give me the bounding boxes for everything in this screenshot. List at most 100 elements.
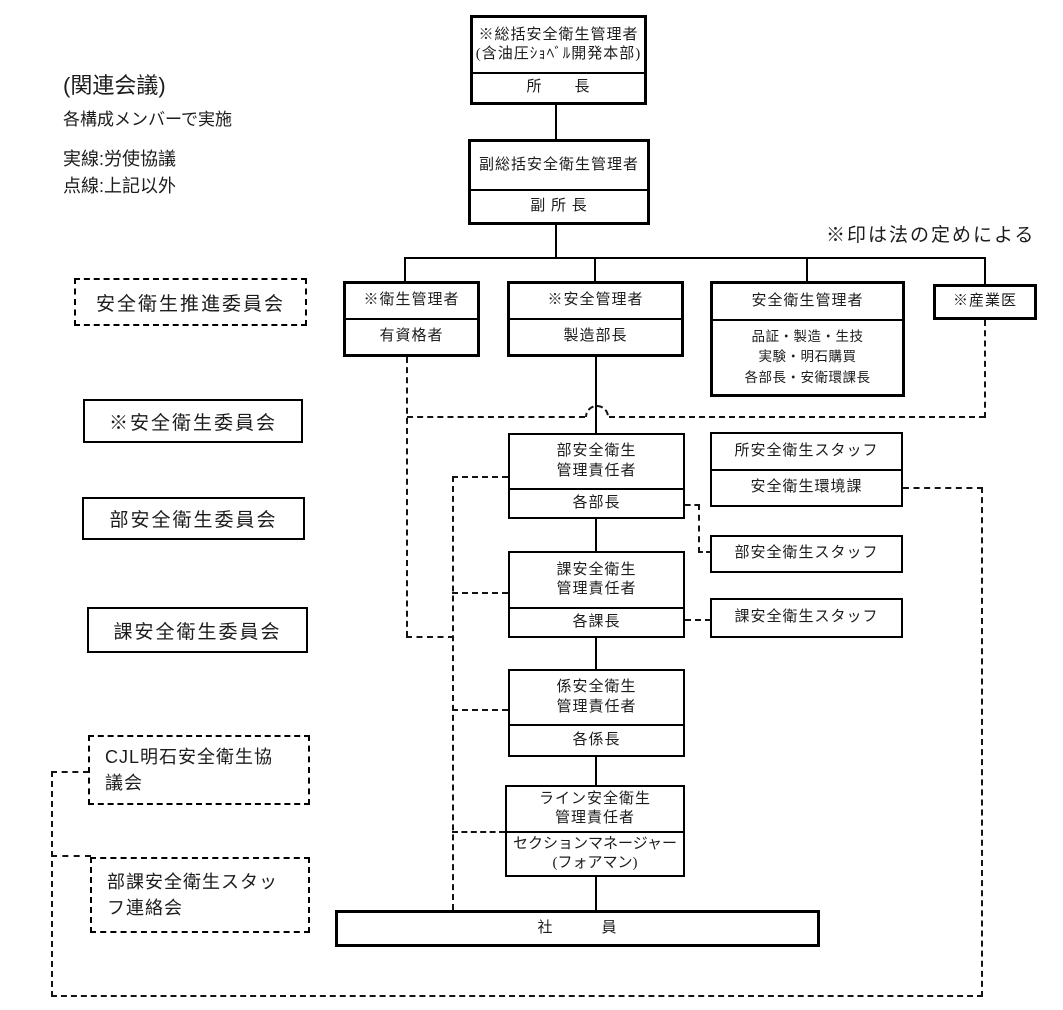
committee-cjl-label: CJL明石安全衛生協 議会 bbox=[105, 744, 273, 796]
node-office-staff-sub-label: 安全衛生環境課 bbox=[750, 479, 863, 496]
connector-branch-bar bbox=[404, 257, 986, 259]
connector-dept-to-section bbox=[595, 518, 597, 552]
node-line-manager-title1: ライン安全衛生 bbox=[538, 790, 651, 807]
dashed-physician-down bbox=[984, 320, 986, 418]
dashed-cross-right bbox=[609, 416, 985, 418]
committee-staff-liaison-label: 部課安全衛生スタッ フ連絡会 bbox=[107, 869, 278, 921]
dashed-cross-left bbox=[407, 416, 585, 418]
committee-promotion-label: 安全衛生推進委員会 bbox=[95, 293, 285, 315]
connector-drop-safety-hygiene bbox=[806, 258, 808, 282]
committee-section-box: 課安全衛生委員会 bbox=[87, 607, 308, 653]
node-line-manager-title2: 管理責任者 bbox=[554, 810, 635, 826]
committee-cjl-line2: 議会 bbox=[105, 773, 143, 793]
dashed-left-loop-up bbox=[51, 771, 53, 997]
node-subsection-manager-title2: 管理責任者 bbox=[556, 698, 637, 715]
dashed-stub-section bbox=[452, 592, 508, 594]
connector-top-to-deputy bbox=[555, 105, 557, 141]
node-safety-hygiene-manager-title: 安全衛生管理者 bbox=[713, 284, 902, 319]
node-dept-manager-title2: 管理責任者 bbox=[556, 462, 637, 479]
node-general-manager-title1: ※総括安全衛生管理者 bbox=[478, 26, 639, 43]
node-office-staff-title-label: 所安全衛生スタッフ bbox=[734, 442, 879, 459]
node-line-manager-title: ライン安全衛生 管理責任者 bbox=[507, 787, 683, 831]
dashed-hygiene-join bbox=[406, 636, 454, 638]
node-section-manager-title2: 管理責任者 bbox=[556, 581, 637, 597]
node-office-staff-sub: 安全衛生環境課 bbox=[712, 469, 901, 505]
dashed-spine bbox=[452, 476, 454, 910]
node-section-staff: 課安全衛生スタッフ bbox=[710, 598, 903, 638]
legend-subtitle: 各構成メンバーで実施 bbox=[63, 109, 232, 129]
node-employees: 社 員 bbox=[335, 910, 820, 947]
node-deputy-manager-title: 副総括安全衛生管理者 bbox=[471, 142, 647, 189]
dashed-hygiene-down bbox=[406, 357, 408, 637]
node-hygiene-manager-role: 有資格者 bbox=[346, 318, 477, 354]
node-general-manager-title2: (含油圧ｼｮﾍﾞﾙ開発本部) bbox=[475, 46, 642, 62]
node-industrial-physician-title-label: ※産業医 bbox=[952, 293, 1017, 310]
node-general-manager-role-label: 所 長 bbox=[526, 79, 591, 96]
node-subsection-manager-title1: 係安全衛生 bbox=[556, 679, 637, 695]
node-general-manager-role: 所 長 bbox=[473, 72, 644, 102]
node-dept-manager-title: 部安全衛生 管理責任者 bbox=[510, 435, 683, 488]
legend-title: (関連会議) bbox=[63, 73, 166, 98]
node-safety-hygiene-manager: 安全衛生管理者 品証・製造・生技 実験・明石購買 各部長・安衛環課長 bbox=[710, 281, 905, 397]
node-safety-manager-title-label: ※安全管理者 bbox=[547, 292, 644, 309]
node-dept-manager-title1: 部安全衛生 bbox=[556, 443, 637, 459]
legend: (関連会議) 各構成メンバーで実施 実線:労使協議 点線:上記以外 bbox=[63, 72, 232, 201]
node-dept-staff-title-label: 部安全衛生スタッフ bbox=[734, 545, 879, 562]
connector-line-to-employees bbox=[595, 876, 597, 911]
node-subsection-manager-role: 各係長 bbox=[510, 724, 683, 755]
node-hygiene-manager-role-label: 有資格者 bbox=[379, 328, 444, 345]
dashed-stub-dept bbox=[452, 476, 508, 478]
node-dept-staff: 部安全衛生スタッフ bbox=[710, 535, 903, 573]
legend-solid-line: 実線:労使協議 bbox=[63, 148, 177, 169]
dashed-stub-line bbox=[452, 831, 505, 833]
connector-drop-physician bbox=[984, 258, 986, 285]
node-subsection-manager-title: 係安全衛生 管理責任者 bbox=[510, 671, 683, 724]
connector-drop-safety bbox=[594, 258, 596, 282]
dashed-deptstaff-down bbox=[698, 504, 700, 553]
node-deputy-manager: 副総括安全衛生管理者 副 所 長 bbox=[468, 139, 650, 225]
node-hygiene-manager-title: ※衛生管理者 bbox=[346, 284, 477, 318]
dashed-envsection-out bbox=[903, 487, 983, 489]
committee-staff-liaison-line2: フ連絡会 bbox=[107, 898, 183, 918]
dashed-deptstaff-in bbox=[698, 551, 711, 553]
committee-central-box: ※安全衛生委員会 bbox=[83, 399, 303, 443]
node-industrial-physician: ※産業医 bbox=[933, 284, 1037, 320]
node-general-manager-title: ※総括安全衛生管理者 (含油圧ｼｮﾍﾞﾙ開発本部) bbox=[473, 18, 644, 72]
node-deputy-manager-role: 副 所 長 bbox=[471, 189, 647, 222]
node-deputy-manager-role-label: 副 所 長 bbox=[530, 197, 588, 214]
node-line-manager-role2: (フォアマン) bbox=[552, 855, 638, 871]
committee-central-label: ※安全衛生委員会 bbox=[108, 412, 277, 434]
committee-department-box: 部安全衛生委員会 bbox=[82, 497, 305, 540]
law-note: ※印は法の定めによる bbox=[826, 225, 1036, 246]
committee-cjl-box: CJL明石安全衛生協 議会 bbox=[88, 735, 310, 805]
node-hygiene-manager: ※衛生管理者 有資格者 bbox=[343, 281, 480, 357]
connector-drop-hygiene bbox=[404, 258, 406, 282]
dashed-deptstaff-out bbox=[685, 504, 700, 506]
node-general-manager: ※総括安全衛生管理者 (含油圧ｼｮﾍﾞﾙ開発本部) 所 長 bbox=[470, 15, 647, 105]
node-safety-hygiene-line1: 品証・製造・生技 bbox=[751, 329, 864, 345]
node-deputy-manager-title-label: 副総括安全衛生管理者 bbox=[478, 156, 639, 173]
node-safety-manager-title: ※安全管理者 bbox=[510, 284, 681, 318]
legend-dotted-line: 点線:上記以外 bbox=[63, 176, 177, 197]
node-safety-hygiene-line2: 実験・明石購買 bbox=[758, 349, 857, 365]
committee-staff-liaison-line1: 部課安全衛生スタッ bbox=[107, 871, 278, 892]
node-subsection-manager: 係安全衛生 管理責任者 各係長 bbox=[508, 669, 685, 757]
connector-subsection-to-line bbox=[595, 756, 597, 786]
node-line-manager-role1: セクションマネージャー bbox=[513, 835, 677, 852]
node-safety-hygiene-manager-title-label: 安全衛生管理者 bbox=[751, 292, 864, 309]
node-section-manager-role-label: 各課長 bbox=[572, 613, 621, 630]
committee-staff-liaison-box: 部課安全衛生スタッ フ連絡会 bbox=[90, 857, 310, 933]
node-dept-staff-title: 部安全衛生スタッフ bbox=[712, 537, 901, 571]
node-safety-manager-role: 製造部長 bbox=[510, 318, 681, 354]
node-employees-title-label: 社 員 bbox=[537, 919, 618, 936]
node-dept-manager-role-label: 各部長 bbox=[572, 494, 621, 511]
dashed-bottom-loop bbox=[51, 995, 983, 997]
connector-deputy-stem bbox=[555, 225, 557, 259]
node-safety-hygiene-manager-members: 品証・製造・生技 実験・明石購買 各部長・安衛環課長 bbox=[713, 319, 902, 394]
node-section-manager-title1: 課安全衛生 bbox=[556, 561, 637, 578]
dashed-right-loop-down bbox=[981, 487, 983, 997]
node-section-staff-title: 課安全衛生スタッフ bbox=[712, 600, 901, 636]
node-dept-manager: 部安全衛生 管理責任者 各部長 bbox=[508, 433, 685, 519]
connector-safety-to-dept bbox=[595, 356, 597, 434]
